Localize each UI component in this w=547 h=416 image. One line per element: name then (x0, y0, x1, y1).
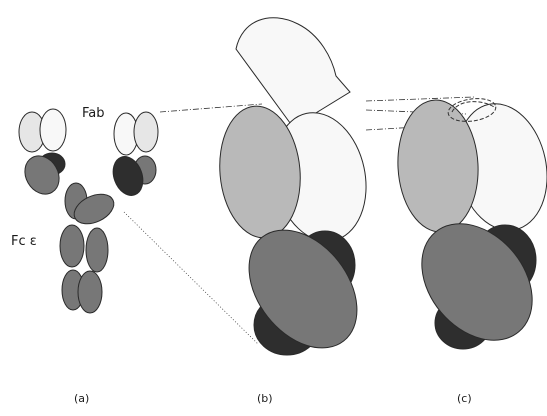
fc-ce3-left-domain (60, 225, 84, 267)
fab-right-light-domain (134, 112, 158, 152)
panel-b-diagram: (b) (214, 18, 379, 405)
panel-c-label: (c) (457, 392, 472, 405)
c-dash-line-top (366, 97, 474, 101)
fc-ce4-right-domain (78, 271, 102, 313)
guide-line-lower (124, 212, 258, 344)
panel-b-label: (b) (257, 392, 273, 405)
fc-epsilon-label: Fc ε (11, 234, 37, 249)
fab-left-white-domain (40, 109, 66, 151)
fc-ce3-right-domain (86, 228, 108, 272)
panel-a-label: (a) (74, 392, 89, 405)
panel-a-diagram: Fab Fc ε (a) (11, 106, 158, 405)
panel-c-diagram: (c) (366, 95, 547, 405)
fab-label: Fab (82, 106, 105, 121)
